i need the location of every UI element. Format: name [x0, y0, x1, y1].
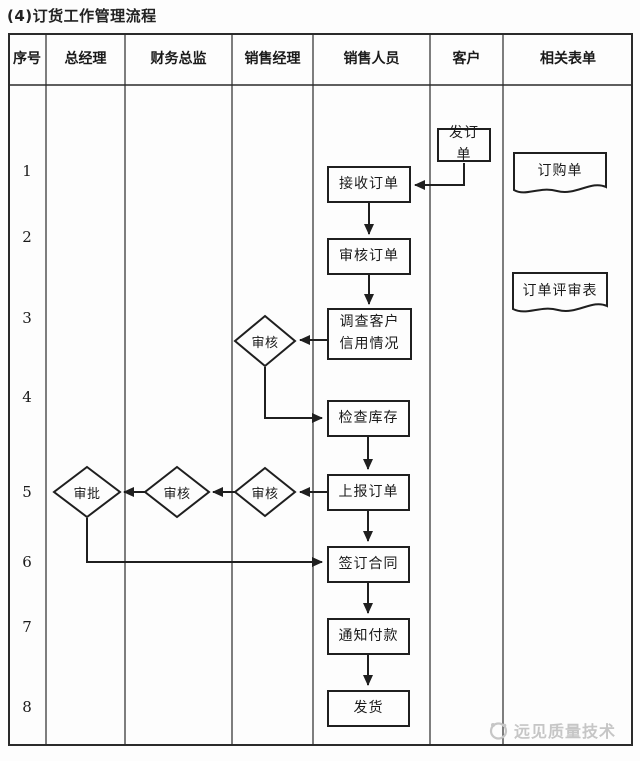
doc-purchase-order-label: 订购单: [537, 162, 583, 179]
watermark-logo-icon: [489, 721, 508, 740]
process-sign-contract: 签订合同: [327, 546, 410, 583]
connector-sm-review-to-checkstock: [264, 367, 323, 423]
process-receive-order: 接收订单: [327, 166, 411, 203]
row-number-7: 7: [22, 618, 32, 636]
row-number-1: 1: [22, 162, 32, 180]
column-header-general-manager: 总经理: [64, 51, 107, 67]
column-header-finance-director: 财务总监: [150, 51, 207, 67]
diamond-shape-gm-approve: [52, 465, 122, 519]
column-header-customer: 客户: [452, 51, 481, 67]
diamond-shape-sm-order-review: [233, 466, 297, 518]
decision-sm-credit-review-label: 审核: [251, 335, 279, 351]
diamond-shape-sm-credit-review: [233, 314, 297, 368]
column-header-sales-manager: 销售经理: [244, 51, 301, 67]
document-shapes: [512, 152, 608, 313]
row-number-3: 3: [22, 309, 32, 327]
process-check-stock: 检查库存: [327, 400, 410, 437]
row-number-8: 8: [22, 698, 32, 716]
doc-shape-order-review-form: [512, 272, 608, 313]
decision-gm-approve-label: 审批: [73, 486, 101, 502]
column-header-sales-staff: 销售人员: [343, 51, 400, 67]
page-title: (4)订货工作管理流程: [7, 7, 157, 25]
process-investigate-credit: 调查客户信用情况: [327, 308, 412, 360]
decision-fd-review-label: 审核: [163, 486, 191, 502]
process-ship-goods: 发货: [327, 690, 410, 727]
watermark: 远见质量技术: [488, 718, 616, 742]
column-header-related-forms: 相关表单: [540, 51, 596, 67]
column-header-seq: 序号: [13, 51, 41, 67]
process-send-order: 发订单: [437, 125, 491, 163]
table-outer-border: [8, 33, 633, 746]
decision-shapes: [52, 314, 297, 519]
row-number-5: 5: [22, 483, 32, 501]
decision-sm-order-review-label: 审核: [251, 486, 279, 502]
watermark-text: 远见质量技术: [514, 722, 617, 741]
doc-order-review-form-label: 订单评审表: [522, 282, 598, 299]
process-submit-order: 上报订单: [327, 474, 410, 511]
connector-approve-to-sign: [86, 518, 323, 567]
diamond-shape-fd-review: [143, 465, 211, 519]
row-number-2: 2: [22, 228, 32, 246]
row-number-4: 4: [22, 388, 32, 406]
doc-shape-purchase-order: [513, 152, 607, 194]
row-number-6: 6: [22, 553, 32, 571]
process-review-order: 审核订单: [327, 238, 411, 275]
connector-send-to-receive: [414, 163, 465, 190]
table-grid: [8, 33, 633, 746]
process-notify-payment: 通知付款: [327, 618, 410, 655]
connectors: [86, 163, 465, 686]
